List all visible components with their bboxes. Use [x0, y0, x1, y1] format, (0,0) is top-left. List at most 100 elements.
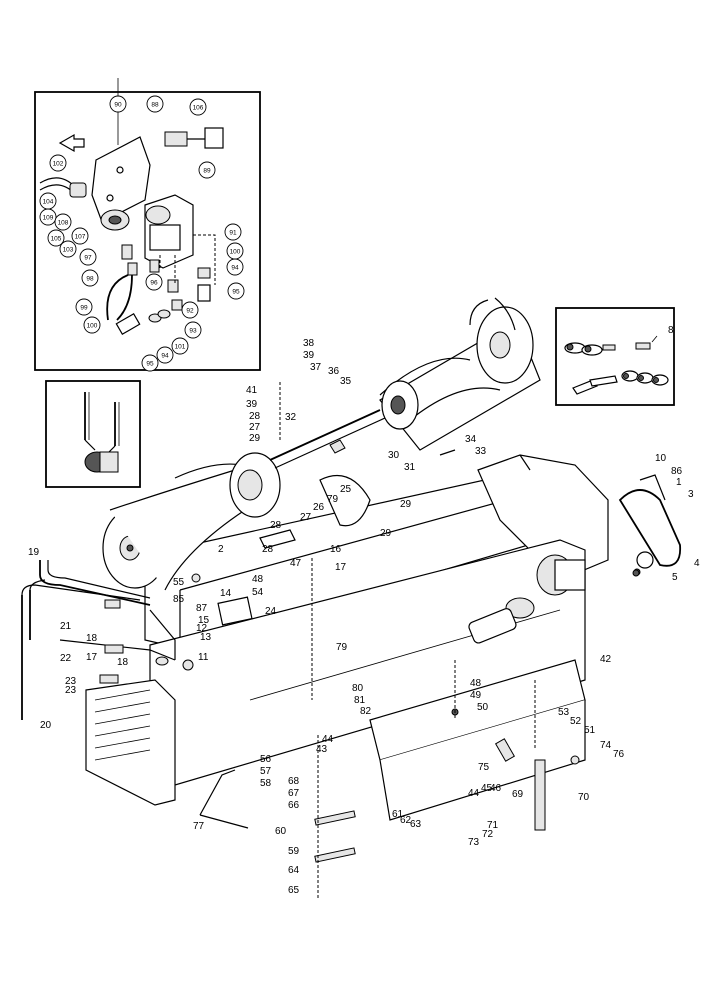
svg-text:72: 72: [482, 829, 494, 840]
svg-text:30: 30: [388, 450, 400, 461]
inset-hydraulic-detail: 90 88 106 102 104 109 108 105 107 103 97…: [34, 78, 261, 372]
svg-text:75: 75: [478, 762, 490, 773]
svg-text:39: 39: [303, 350, 315, 361]
svg-text:17: 17: [86, 652, 98, 663]
svg-text:19: 19: [28, 547, 40, 558]
svg-text:104: 104: [43, 199, 54, 206]
inset-1-callouts: 90 88 106 102 104 109 108 105 107 103 97…: [39, 95, 245, 372]
svg-text:41: 41: [246, 385, 258, 396]
svg-text:94: 94: [231, 265, 239, 272]
svg-text:46: 46: [490, 783, 502, 794]
svg-text:31: 31: [404, 462, 416, 473]
svg-text:45: 45: [481, 783, 493, 794]
svg-text:58: 58: [260, 778, 272, 789]
svg-text:29: 29: [249, 433, 261, 444]
svg-text:108: 108: [58, 220, 69, 227]
svg-text:109: 109: [43, 215, 54, 222]
svg-text:56: 56: [260, 754, 272, 765]
svg-text:18: 18: [117, 657, 129, 668]
svg-text:44: 44: [468, 788, 480, 799]
svg-text:99: 99: [80, 305, 88, 312]
svg-text:86: 86: [671, 466, 683, 477]
svg-text:49: 49: [470, 690, 482, 701]
svg-text:62: 62: [400, 815, 412, 826]
main-callouts-left: 19 21 18 22 17 23 23 20: [28, 547, 98, 731]
svg-text:13: 13: [200, 632, 212, 643]
svg-text:95: 95: [146, 361, 154, 368]
svg-text:82: 82: [360, 706, 372, 717]
svg-text:57: 57: [260, 766, 272, 777]
svg-text:22: 22: [60, 653, 72, 664]
svg-text:91: 91: [229, 230, 237, 237]
svg-text:23: 23: [65, 685, 77, 696]
auger-right: [379, 297, 541, 451]
svg-text:85: 85: [173, 594, 185, 605]
svg-text:12: 12: [196, 623, 208, 634]
svg-text:10: 10: [655, 453, 667, 464]
svg-text:55: 55: [173, 577, 185, 588]
svg-text:16: 16: [330, 544, 342, 555]
svg-text:39: 39: [246, 399, 258, 410]
main-assembly: [21, 297, 682, 900]
svg-text:28: 28: [262, 544, 274, 555]
svg-text:47: 47: [290, 558, 302, 569]
svg-text:107: 107: [75, 234, 86, 241]
svg-text:32: 32: [285, 412, 297, 423]
svg-text:100: 100: [230, 249, 241, 256]
svg-text:20: 20: [40, 720, 52, 731]
svg-text:36: 36: [328, 366, 340, 377]
auger-left: [102, 452, 281, 591]
main-callouts-upper: 38 39 37 41 39 36 35 28 27 29 32 30 34 3…: [117, 338, 700, 668]
svg-text:33: 33: [475, 446, 487, 457]
svg-text:74: 74: [600, 740, 612, 751]
svg-text:101: 101: [175, 344, 186, 351]
svg-text:26: 26: [313, 502, 325, 513]
svg-text:44: 44: [322, 734, 334, 745]
svg-text:71: 71: [487, 820, 499, 831]
svg-text:92: 92: [186, 308, 194, 315]
svg-text:50: 50: [477, 702, 489, 713]
svg-text:79: 79: [336, 642, 348, 653]
svg-text:90: 90: [114, 102, 122, 109]
svg-text:27: 27: [249, 422, 261, 433]
svg-text:97: 97: [84, 255, 92, 262]
svg-text:25: 25: [340, 484, 352, 495]
svg-text:54: 54: [252, 587, 264, 598]
svg-text:27: 27: [300, 512, 312, 523]
svg-text:53: 53: [558, 707, 570, 718]
main-callouts-lower: 79 80 81 82 48 49 50 42 44 43 56 57 58 6…: [193, 642, 625, 896]
svg-text:102: 102: [53, 161, 64, 168]
svg-text:64: 64: [288, 865, 300, 876]
svg-text:93: 93: [189, 328, 197, 335]
svg-text:100: 100: [87, 323, 98, 330]
svg-text:5: 5: [672, 572, 678, 583]
svg-text:29: 29: [380, 528, 392, 539]
svg-text:77: 77: [193, 821, 205, 832]
svg-text:23: 23: [65, 676, 77, 687]
svg-text:105: 105: [51, 236, 62, 243]
svg-text:42: 42: [600, 654, 612, 665]
svg-text:79: 79: [327, 494, 339, 505]
svg-text:89: 89: [203, 168, 211, 175]
svg-text:87: 87: [196, 603, 208, 614]
svg-text:2: 2: [218, 544, 224, 555]
inset-motor-detail: [45, 380, 141, 488]
svg-text:14: 14: [220, 588, 232, 599]
svg-text:38: 38: [303, 338, 315, 349]
svg-text:63: 63: [410, 819, 422, 830]
svg-text:3: 3: [688, 489, 694, 500]
svg-text:4: 4: [694, 558, 700, 569]
svg-text:65: 65: [288, 885, 300, 896]
svg-text:68: 68: [288, 776, 300, 787]
svg-text:59: 59: [288, 846, 300, 857]
svg-text:96: 96: [150, 280, 158, 287]
svg-text:103: 103: [63, 247, 74, 254]
svg-text:67: 67: [288, 788, 300, 799]
svg-text:88: 88: [151, 102, 159, 109]
svg-text:52: 52: [570, 716, 582, 727]
svg-text:28: 28: [270, 520, 282, 531]
svg-text:21: 21: [60, 621, 72, 632]
svg-text:34: 34: [465, 434, 477, 445]
svg-text:60: 60: [275, 826, 287, 837]
